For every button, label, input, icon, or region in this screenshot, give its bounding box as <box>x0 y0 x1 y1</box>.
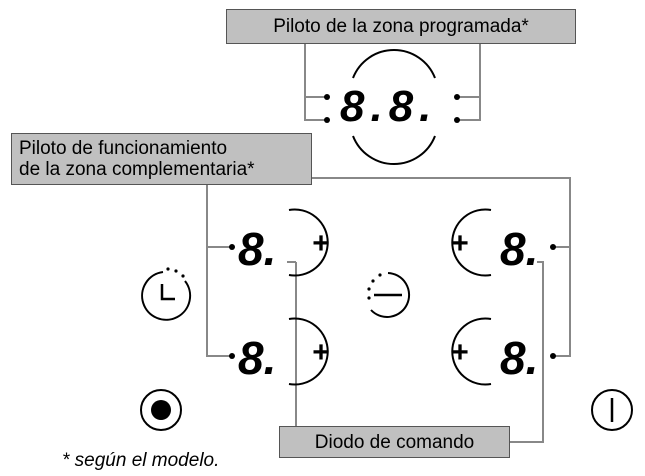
programmed-zone-label: Piloto de la zona programada* <box>226 9 576 44</box>
zone-bottom-right[interactable] <box>451 317 556 386</box>
timer-display <box>324 48 460 166</box>
complementary-zone-label-line1: Piloto de funcionamiento <box>19 138 228 159</box>
command-diode-label: Diodo de comando <box>279 426 510 458</box>
leader-lines <box>206 44 571 443</box>
plus-top-left[interactable]: + <box>312 227 330 260</box>
complementary-zone-label-line2: de la zona complementaria* <box>19 159 255 180</box>
plus-bottom-left[interactable]: + <box>312 336 330 369</box>
zone-digit-top-left: 8. <box>238 223 276 275</box>
zone-digit-bottom-right: 8. <box>500 332 538 384</box>
timer-digits: 8.8. <box>340 82 437 131</box>
power-icon[interactable] <box>140 389 182 431</box>
minus-timer-icon[interactable] <box>367 272 411 318</box>
timer-clock-icon[interactable] <box>141 267 192 321</box>
plus-bottom-right[interactable]: + <box>451 336 469 369</box>
plus-top-right[interactable]: + <box>451 227 469 260</box>
zone-bottom-left[interactable] <box>229 317 329 386</box>
lock-icon[interactable] <box>591 389 633 431</box>
zone-top-left[interactable] <box>229 208 329 277</box>
zone-top-right[interactable] <box>451 208 556 277</box>
zone-digit-bottom-left: 8. <box>238 332 276 384</box>
complementary-zone-label: Piloto de funcionamiento de la zona comp… <box>11 133 312 185</box>
footnote: * según el modelo. <box>62 450 220 471</box>
zone-digit-top-right: 8. <box>500 223 538 275</box>
